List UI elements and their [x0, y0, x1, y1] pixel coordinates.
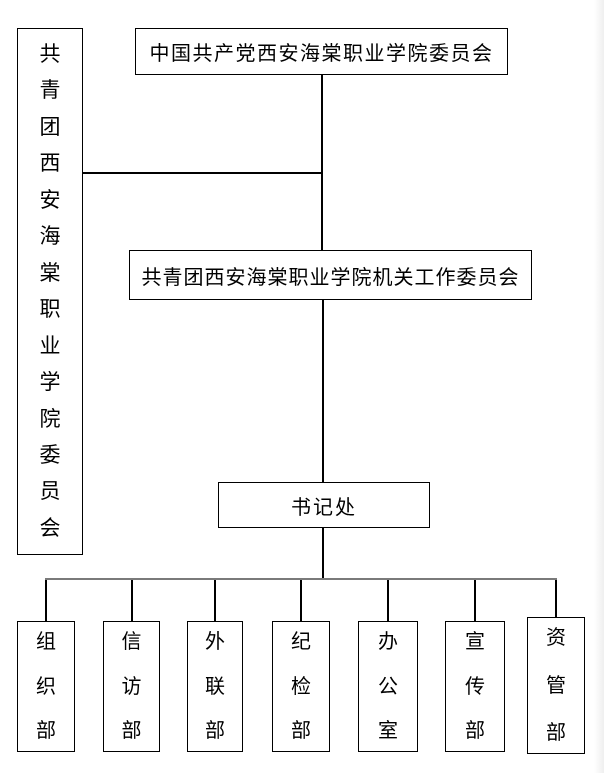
connector-left-branch — [83, 172, 322, 174]
node-league-committee: 共青团西安海棠职业学院委员会 — [17, 28, 83, 555]
connector-distribution-line — [45, 578, 557, 580]
node-dept-organization: 组织部 — [17, 621, 75, 752]
connector-drop-discipline — [300, 580, 302, 621]
connector-drop-assets — [555, 580, 557, 617]
node-dept-discipline: 纪检部 — [272, 621, 330, 752]
connector-drop-publicity — [474, 580, 476, 621]
node-party-committee: 中国共产党西安海棠职业学院委员会 — [135, 28, 508, 75]
node-dept-office: 办公室 — [358, 621, 418, 752]
connector-drop-office — [387, 580, 389, 621]
connector-drop-outreach — [214, 580, 216, 621]
connector-secretariat-stem — [322, 528, 324, 579]
page-edge-shadow — [594, 0, 604, 773]
node-dept-outreach: 外联部 — [187, 621, 243, 752]
connector-mid-to-secretariat — [322, 300, 324, 482]
connector-drop-petition — [131, 580, 133, 621]
node-dept-petition: 信访部 — [103, 621, 160, 752]
node-secretariat: 书记处 — [218, 482, 430, 528]
node-dept-assets: 资管部 — [527, 617, 585, 754]
connector-top-to-mid — [321, 75, 323, 250]
connector-drop-organization — [45, 580, 47, 621]
node-work-committee: 共青团西安海棠职业学院机关工作委员会 — [129, 250, 532, 300]
node-dept-publicity: 宣传部 — [445, 621, 505, 752]
